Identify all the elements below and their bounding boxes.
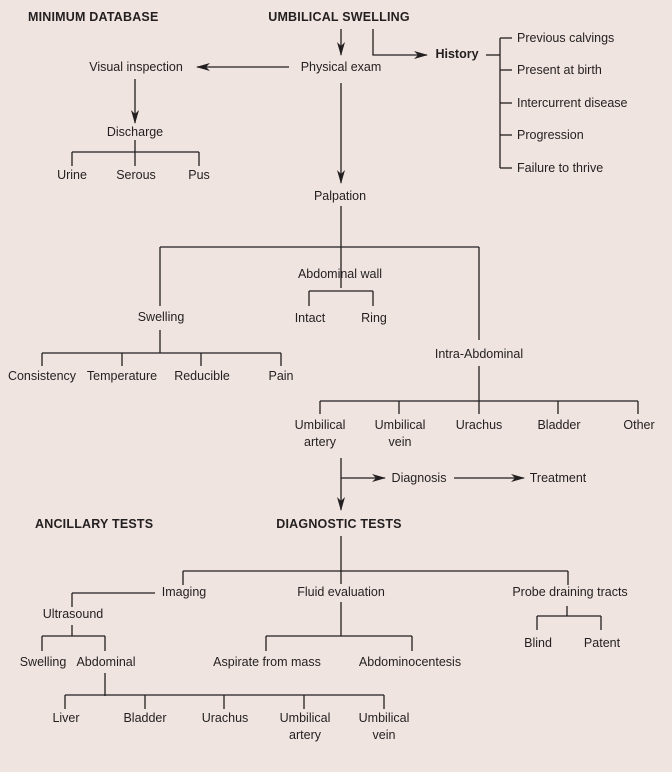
node-ultrasound: Ultrasound [42, 607, 104, 621]
node-probe-draining-tracts: Probe draining tracts [512, 585, 628, 599]
node-treatment: Treatment [529, 471, 587, 485]
swelling-item: Consistency [7, 369, 77, 383]
arrow-to-history [372, 29, 428, 59]
node-ultrasound-abdominal: Abdominal [76, 655, 136, 669]
fluid-evaluation-item: Abdominocentesis [358, 655, 462, 669]
node-fluid-evaluation: Fluid evaluation [297, 585, 385, 599]
node-intra-abdominal: Intra-Abdominal [434, 347, 524, 361]
node-abdominal-wall: Abdominal wall [297, 267, 383, 281]
ultrasound-abdominal-item: Bladder [123, 711, 167, 725]
heading-minimum-database: MINIMUM DATABASE [28, 10, 159, 24]
heading-ancillary-tests: ANCILLARY TESTS [35, 517, 154, 531]
history-item: Intercurrent disease [517, 96, 628, 110]
node-visual-inspection: Visual inspection [89, 60, 183, 74]
fluid-evaluation-item: Aspirate from mass [213, 655, 321, 669]
intra-abdominal-item: Umbilical artery [294, 418, 346, 449]
history-item: Failure to thrive [517, 161, 604, 175]
intra-abdominal-item: Bladder [537, 418, 581, 432]
probe-item: Patent [583, 636, 621, 650]
history-item: Progression [517, 128, 584, 142]
ultrasound-item-swelling: Swelling [19, 655, 67, 669]
discharge-item: Pus [188, 168, 210, 182]
heading-umbilical-swelling: UMBILICAL SWELLING [268, 10, 410, 24]
ultrasound-abdominal-item: Liver [52, 711, 80, 725]
swelling-item: Pain [268, 369, 294, 383]
ultrasound-abdominal-item: Umbilical artery [279, 711, 331, 742]
probe-item: Blind [524, 636, 552, 650]
abdominal-wall-item: Ring [361, 311, 387, 325]
discharge-item: Serous [116, 168, 156, 182]
node-diagnosis: Diagnosis [391, 471, 447, 485]
node-history: History [435, 47, 479, 61]
node-physical-exam: Physical exam [300, 60, 382, 74]
swelling-item: Temperature [86, 369, 158, 383]
intra-abdominal-item: Umbilical vein [374, 418, 426, 449]
intra-abdominal-item: Urachus [455, 418, 503, 432]
swelling-item: Reducible [174, 369, 230, 383]
history-item: Present at birth [517, 63, 602, 77]
ultrasound-abdominal-item: Umbilical vein [358, 711, 410, 742]
history-item: Previous calvings [517, 31, 615, 45]
node-imaging: Imaging [161, 585, 207, 599]
node-palpation: Palpation [313, 189, 367, 203]
discharge-item: Urine [57, 168, 87, 182]
node-swelling: Swelling [137, 310, 185, 324]
abdominal-wall-item: Intact [294, 311, 326, 325]
node-discharge: Discharge [106, 125, 164, 139]
ultrasound-abdominal-item: Urachus [201, 711, 249, 725]
heading-diagnostic-tests: DIAGNOSTIC TESTS [276, 517, 402, 531]
intra-abdominal-item: Other [623, 418, 655, 432]
